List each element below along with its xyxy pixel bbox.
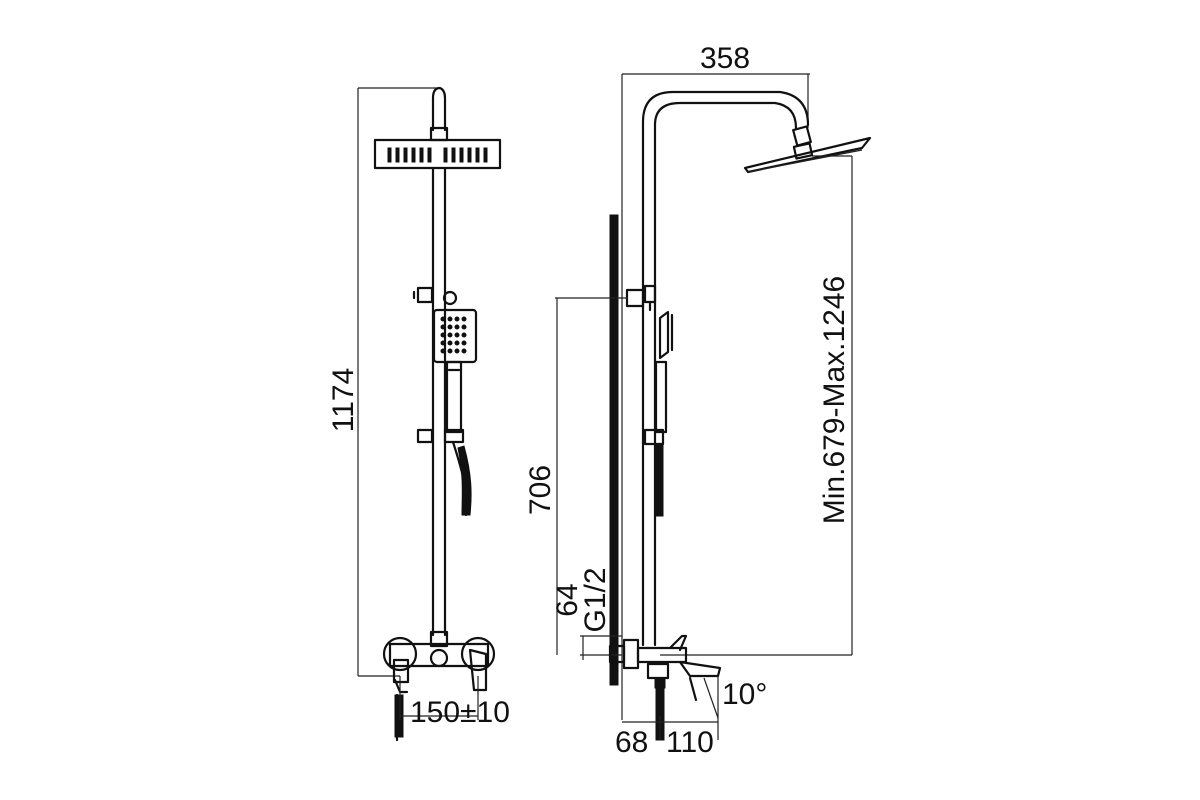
hand-shower-head (432, 308, 478, 434)
side-upper-clamp (625, 284, 657, 312)
label-inlet-height: 64 (551, 583, 584, 616)
dim-spout (622, 676, 719, 740)
front-top-arm (431, 86, 447, 132)
side-rain-head (743, 136, 872, 174)
label-overall-height: 1174 (327, 368, 360, 433)
side-hand-shower (643, 310, 674, 517)
rain-shower-head (373, 138, 502, 170)
label-spout-length: 110 (666, 726, 714, 759)
label-holder-height: 706 (524, 465, 557, 515)
dim-inlet-height (580, 635, 622, 660)
side-riser-arm (641, 90, 810, 647)
label-inlet-spacing: 150±10 (410, 696, 510, 729)
wall (609, 214, 619, 686)
dim-overall-height (357, 87, 440, 677)
dim-holder-height (555, 297, 628, 655)
side-mixer (608, 634, 722, 741)
dim-adjustable-height (660, 155, 853, 656)
front-bottom-hose (394, 693, 404, 742)
front-riser-pipe (431, 166, 447, 637)
label-arm-length: 358 (700, 42, 750, 75)
front-hose (451, 440, 472, 517)
front-upper-clamp (412, 286, 458, 306)
label-spout-angle: 10° (722, 678, 767, 711)
label-adjustable-height: Min.679-Max.1246 (818, 276, 851, 524)
label-wall-offset: 68 (615, 726, 648, 759)
side-view (555, 73, 872, 741)
front-view (357, 86, 502, 742)
dim-arm-length (621, 73, 810, 720)
label-thread: G1/2 (579, 567, 612, 632)
dim-inlet-spacing (399, 676, 479, 720)
